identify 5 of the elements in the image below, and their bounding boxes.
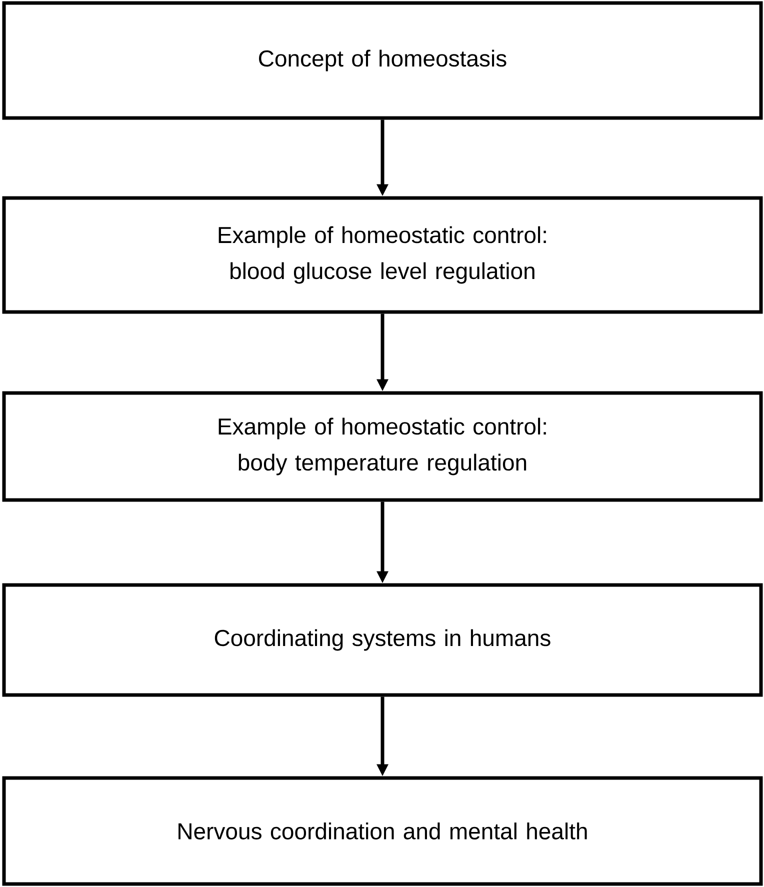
process-box: Example of homeostatic control: blood glucose level regulation — [2, 196, 763, 314]
process-box: Nervous coordination and mental health — [2, 776, 763, 886]
process-box: Example of homeostatic control: body temperature regulation — [2, 391, 763, 502]
process-box: Concept of homeostasis — [2, 1, 763, 120]
process-box: Coordinating systems in humans — [2, 583, 763, 697]
